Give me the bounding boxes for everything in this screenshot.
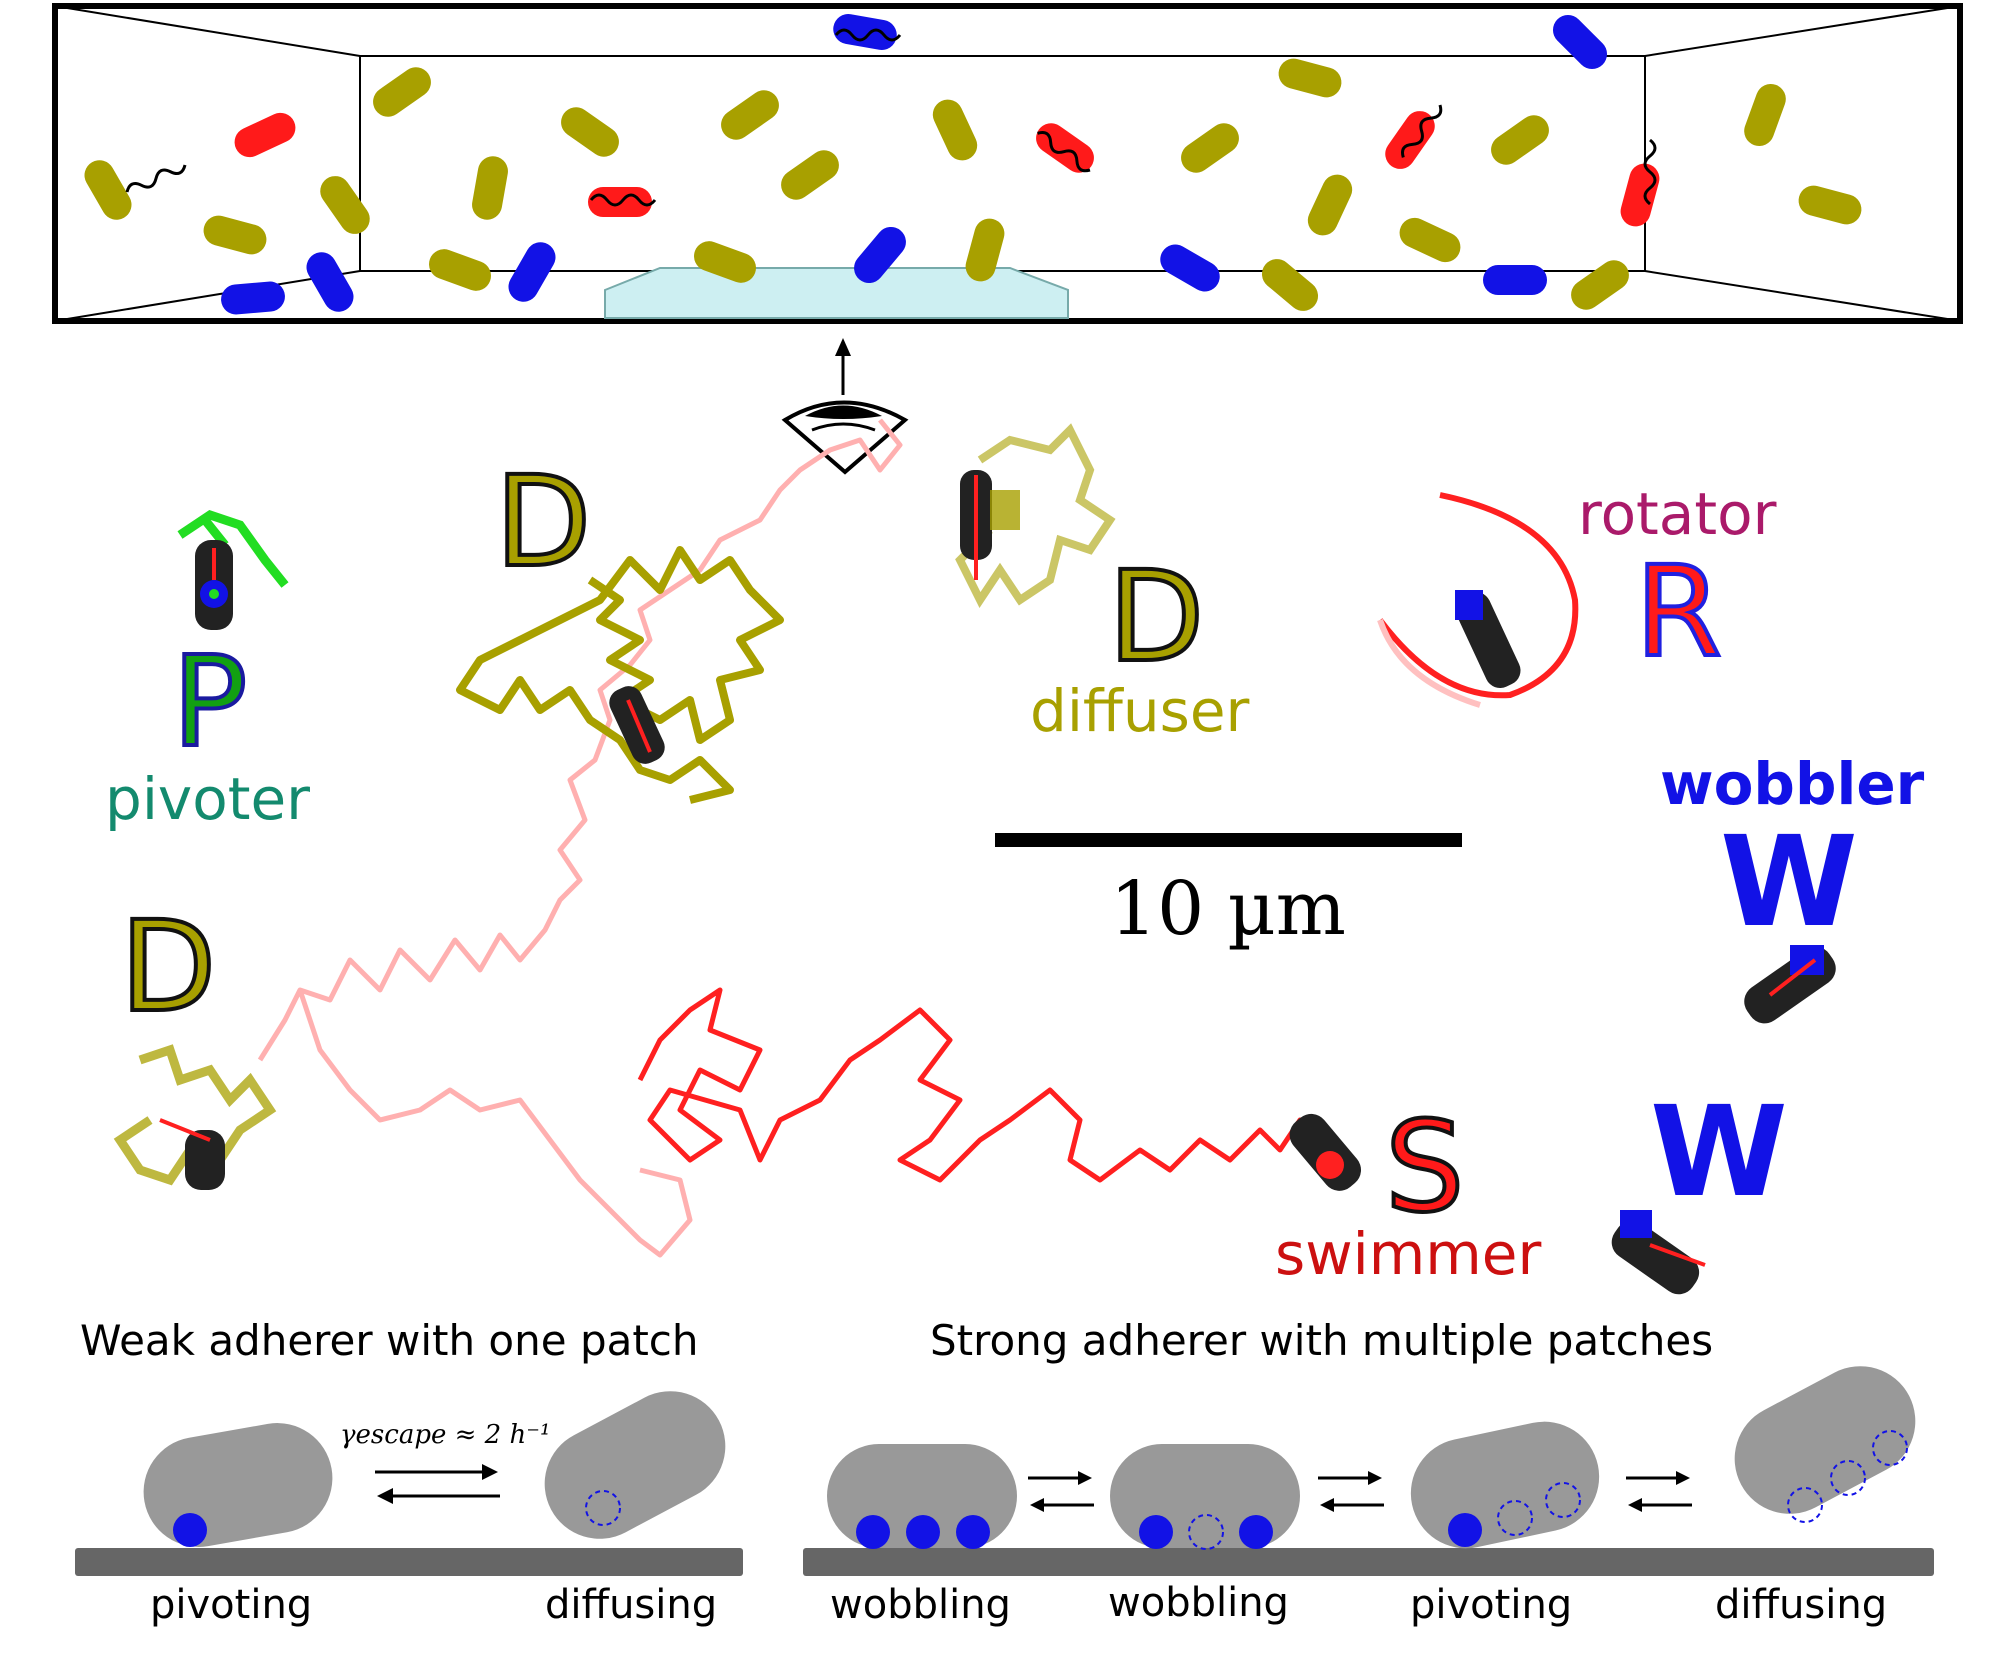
bacterium-3 [320,176,370,234]
bacterium-33 [1483,265,1547,295]
bacterium-18 [429,249,491,291]
diffuser-cell-3 [159,1118,225,1190]
swimmer-path [637,987,1333,1183]
bacterium-23 [1036,123,1094,173]
observation-window [604,267,1069,319]
diffuser-path-2 [955,423,1116,608]
bacterium-1 [373,67,431,117]
rotator-word: rotator [1578,480,1777,548]
bacterium-15 [1261,259,1319,311]
rotator-letter: R [1633,540,1724,685]
state-label-strong-1: wobbling [830,1582,1011,1628]
state-label-weak-2: diffusing [545,1582,718,1628]
bacterium-9 [1181,123,1239,173]
flagellum-5 [834,28,902,42]
bacterium-28 [221,281,285,315]
swimmer-path-faint [257,418,903,1258]
bacterium-6 [721,90,779,140]
diffuser-path-3 [113,1044,277,1186]
tracked-cells [159,470,1836,1295]
rotator-path [1377,492,1579,699]
flagellum-2 [1037,131,1091,173]
pivoter-word: pivoter [105,765,311,833]
rotator-cell [1455,590,1521,688]
wobbler-letter-1: W [1720,810,1858,955]
bacterium-27 [1552,14,1608,70]
flagellum-1 [589,193,657,207]
flagellum-3 [1401,104,1443,158]
bacterium-8 [932,99,978,161]
strong-adherer-schematic [803,1366,1934,1576]
bacterium-17 [1798,185,1862,225]
bacterium-19 [694,241,756,283]
pivoter-letter: P [170,630,249,775]
diffuser-cell-2 [960,470,1020,580]
bacterium-25 [1620,163,1660,227]
strong-adherer-caption: Strong adherer with multiple patches [930,1316,1714,1365]
bacterium-14 [1571,260,1629,310]
swimmer-cell [1289,1113,1362,1191]
diffuser-letter-2: D [1106,545,1206,690]
swimmer-word: swimmer [1275,1220,1542,1288]
eye-icon [781,338,909,475]
weak-adherer-schematic [75,1391,743,1576]
wobbler-cell-1 [1744,945,1836,1024]
diffuser-letter-3: D [118,895,218,1040]
bacterium-4 [472,156,508,220]
chamber-box [52,3,1963,324]
scale-bar-label: 10 µm [1110,866,1346,952]
pivoter-cell [195,540,233,630]
flagellum-0 [125,164,187,193]
state-label-strong-2: wobbling [1108,1580,1289,1626]
bacterium-30 [508,242,556,302]
bacterium-0 [84,160,132,220]
swimmer-letter: S [1383,1095,1466,1240]
chamber-bacteria [84,14,1862,315]
bacterium-16 [1744,84,1786,146]
bacterium-7 [781,150,839,200]
diffuser-cell-1 [609,686,665,764]
wobbler-word: wobbler [1660,750,1925,818]
bacterium-31 [854,226,906,284]
bacterium-26 [833,14,897,50]
bacterium-13 [1399,217,1461,263]
bacterium-24 [1385,111,1435,169]
bacterium-12 [1491,115,1549,165]
wobbler-letter-2: W [1650,1080,1788,1225]
scale-bar [995,833,1462,847]
weak-adherer-caption: Weak adherer with one patch [80,1316,699,1365]
escape-rate-label: γescape ≈ 2 h⁻¹ [340,1420,551,1450]
bacterium-29 [306,252,354,312]
flagellum-4 [1643,138,1657,206]
wobbler-cell-2 [1611,1210,1706,1295]
bacterium-21 [234,112,296,158]
bacterium-20 [965,218,1005,282]
bacterium-32 [1160,244,1220,292]
state-label-strong-4: diffusing [1715,1582,1888,1628]
bacterium-2 [203,215,267,255]
state-label-weak-1: pivoting [150,1582,313,1628]
bacterium-5 [561,107,619,157]
diffuser-letter-1: D [493,450,593,595]
bacterium-11 [1307,174,1353,236]
bacterium-10 [1278,58,1342,98]
state-label-strong-3: pivoting [1410,1582,1573,1628]
diffuser-word: diffuser [1030,677,1250,745]
